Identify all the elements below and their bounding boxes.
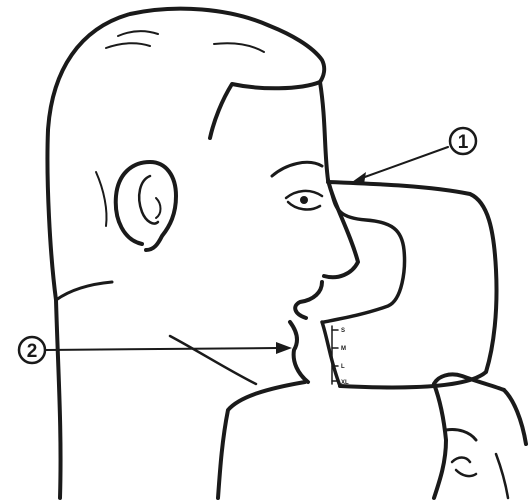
callout-1-arrowhead (352, 172, 366, 184)
callout-2-arrowhead (276, 342, 292, 354)
callout-2-arrow-line (46, 348, 278, 350)
mask-size-gauge: S M L XL (332, 326, 349, 386)
head-profile (47, 9, 358, 498)
callout-1-number: 1 (458, 132, 469, 153)
size-label-m: M (341, 346, 346, 352)
eye (272, 162, 322, 209)
ear (116, 162, 176, 250)
pupil (300, 196, 308, 204)
size-label-s: S (341, 328, 345, 334)
callout-2-number: 2 (27, 341, 38, 362)
hand (434, 374, 526, 498)
size-label-l: L (341, 364, 345, 370)
callout-1: 1 (352, 128, 476, 184)
face-mask (322, 182, 497, 387)
callout-1-arrow-line (362, 147, 448, 178)
size-label-xl: XL (341, 380, 349, 386)
